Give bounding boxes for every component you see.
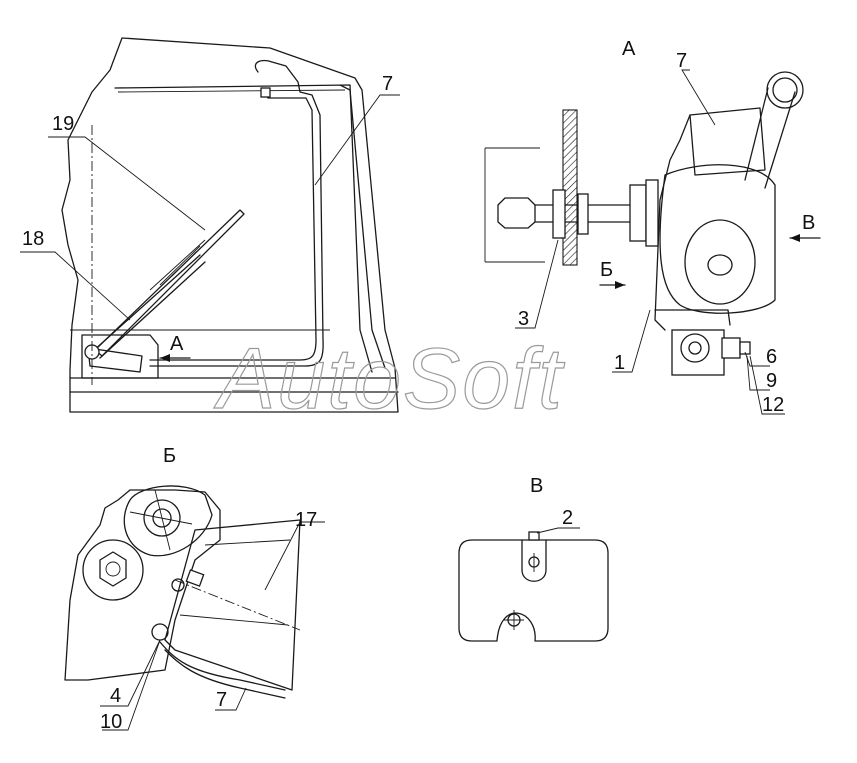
plate-slot xyxy=(521,539,547,582)
cab-wall-section xyxy=(562,109,578,266)
hex-washer xyxy=(82,539,144,601)
small-clip xyxy=(185,569,205,587)
crank-hole xyxy=(152,508,172,528)
callout-6: 6 xyxy=(766,346,777,368)
callout-7-main: 7 xyxy=(382,73,393,95)
crank-disc xyxy=(123,485,213,557)
bracket-plate xyxy=(64,489,221,681)
leader-9 xyxy=(746,355,770,391)
view-b-arrow-label: Б xyxy=(600,259,613,281)
callout-10: 10 xyxy=(100,711,122,733)
mount-plate-view-v xyxy=(458,539,609,642)
cab-main-view: А 19 18 7 xyxy=(20,37,400,413)
leader-10 xyxy=(102,639,161,731)
fastener-bolt xyxy=(688,341,702,355)
hose-7-view-b xyxy=(159,641,286,699)
small-screw xyxy=(171,578,185,592)
view-a: А Б В xyxy=(484,38,821,416)
cab-outline xyxy=(61,37,399,413)
mount-plate xyxy=(645,179,659,247)
callout-3: 3 xyxy=(518,308,529,330)
leader-19 xyxy=(48,136,206,231)
leader-7-viewB xyxy=(215,687,247,711)
callout-7-viewB: 7 xyxy=(216,689,227,711)
washer-hose-outer xyxy=(149,59,324,367)
leader-17 xyxy=(264,521,325,591)
watermark: AutoSoft xyxy=(213,331,565,427)
hex-nut xyxy=(99,551,127,587)
tube-end-outer xyxy=(766,71,804,109)
callout-19: 19 xyxy=(52,113,74,135)
view-b-arrowhead xyxy=(615,281,625,289)
fastener-6 xyxy=(721,337,741,359)
view-a-arrow-label: А xyxy=(170,333,184,355)
leader-7-viewA xyxy=(681,69,716,126)
fastener-4 xyxy=(151,623,169,641)
callout-4: 4 xyxy=(110,685,121,707)
motor-bracket xyxy=(81,334,159,379)
hose-clip xyxy=(260,87,271,98)
wiper-arm xyxy=(91,254,206,359)
hex-nut-bore xyxy=(105,561,121,577)
lower-bracket xyxy=(654,309,731,326)
wiper-blade-detail xyxy=(149,239,206,291)
window-top-edge xyxy=(117,89,346,93)
crank-boss xyxy=(143,499,181,537)
view-b: Б 17 4 10 7 xyxy=(64,445,325,733)
callout-2: 2 xyxy=(562,507,573,529)
leader-2 xyxy=(536,527,580,534)
washer-3 xyxy=(552,189,566,239)
pillar-line xyxy=(339,84,386,369)
callout-12: 12 xyxy=(762,394,784,416)
view-b-title: Б xyxy=(163,445,176,467)
window-frame xyxy=(114,84,373,373)
motor-gear-cover xyxy=(684,219,756,305)
leader-7-main xyxy=(314,94,400,186)
crank-axes xyxy=(129,489,193,551)
washer-inner xyxy=(577,193,589,235)
fastener-nut xyxy=(680,333,710,363)
leader-3 xyxy=(515,239,559,329)
mount-nut xyxy=(629,184,647,242)
view-v-arrow-label: В xyxy=(802,212,815,234)
view-v: В 2 xyxy=(458,475,609,642)
leader-4 xyxy=(100,639,161,707)
fastener-9 xyxy=(739,341,751,355)
motor-shaft-boss xyxy=(707,254,733,276)
callout-18: 18 xyxy=(22,228,44,250)
motor-axis xyxy=(174,579,301,631)
motor-body-lines xyxy=(179,539,291,626)
callout-9: 9 xyxy=(766,370,777,392)
wiper-motor xyxy=(87,347,143,373)
callout-17: 17 xyxy=(295,509,317,531)
view-a-title: А xyxy=(622,38,636,60)
wall-panel xyxy=(484,147,545,263)
tube-end-inner xyxy=(772,77,798,103)
leader-18 xyxy=(20,251,131,321)
motor-housing xyxy=(659,164,776,314)
leader-1 xyxy=(612,309,651,373)
view-a-arrowhead xyxy=(160,354,170,362)
view-v-arrowhead xyxy=(790,234,800,242)
motor-cap-7 xyxy=(689,107,766,176)
wiper-tube xyxy=(744,87,796,189)
motor-body-17 xyxy=(164,519,301,691)
bolt-head xyxy=(497,197,536,229)
leader-12 xyxy=(749,355,785,415)
washer-hose-inner xyxy=(149,89,317,361)
view-v-title: В xyxy=(530,475,543,497)
callout-7-viewA: 7 xyxy=(676,50,687,72)
callout-1: 1 xyxy=(614,352,625,374)
tab-2 xyxy=(528,531,540,541)
